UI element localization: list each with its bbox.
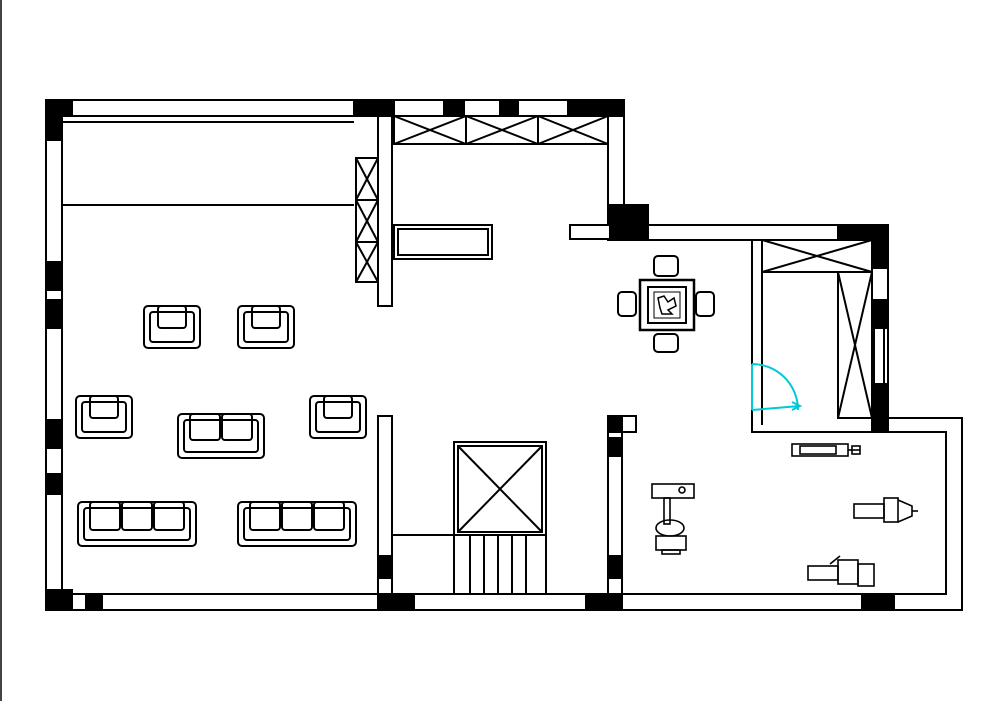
storage-cabinets [355,115,609,283]
armchair [75,395,133,439]
page-edge-line [0,0,2,701]
armchair [309,395,367,439]
gym-equipment [651,483,695,555]
stair-well [453,441,547,595]
gym-equipment [807,555,875,587]
armchair [237,305,295,349]
outer-walls [45,99,963,611]
armchair [143,305,201,349]
wardrobe [761,239,885,419]
gym-equipment [853,497,918,523]
interior-walls [62,115,872,595]
three-seat-sofa [237,501,357,547]
swing-door [751,363,803,411]
mahjong-table [617,255,715,353]
three-seat-sofa [77,501,197,547]
loveseat [177,413,265,459]
gym-equipment [791,443,861,457]
